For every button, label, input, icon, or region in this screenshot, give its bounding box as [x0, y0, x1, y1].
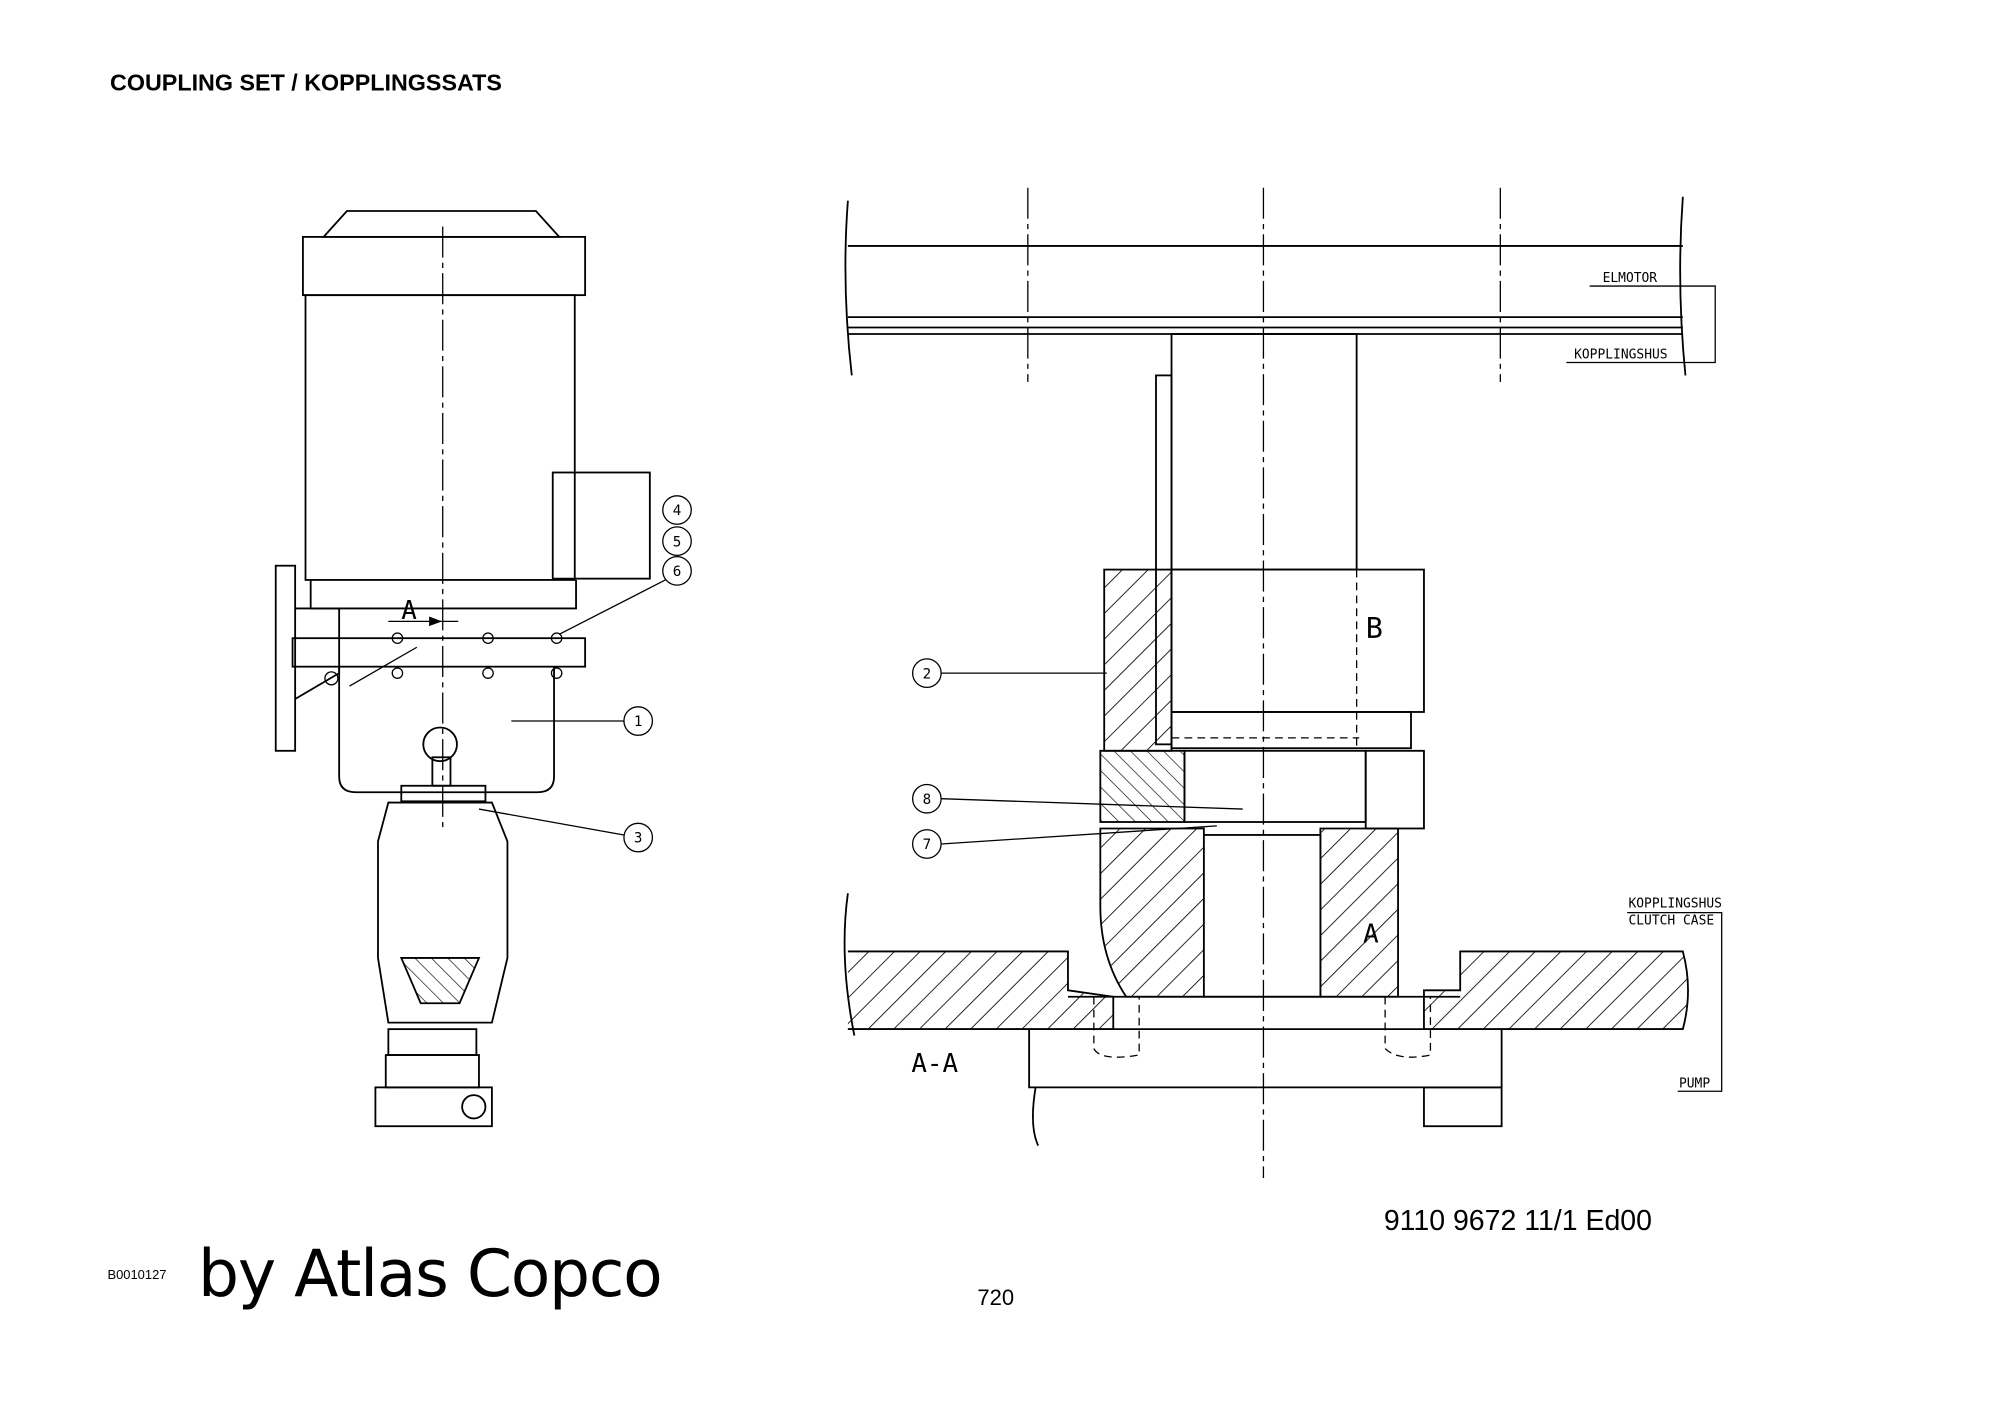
callout-pump: PUMP [1679, 1076, 1710, 1091]
left-balloons [478, 495, 692, 853]
brand-watermark: by Atlas Copco [198, 1236, 663, 1312]
detail-b-label: B [1366, 612, 1383, 645]
balloon-4: 4 [673, 503, 682, 519]
figure-id: B0010127 [107, 1268, 167, 1283]
section-callouts [911, 285, 1723, 1092]
page-title: COUPLING SET / KOPPLINGSSATS [110, 69, 502, 96]
page-number: 720 [977, 1285, 1015, 1311]
section-marker-a: A [401, 596, 417, 626]
balloon-7: 7 [923, 837, 932, 853]
callout-kopplingshus-top: KOPPLINGSHUS [1574, 348, 1667, 363]
section-view [843, 187, 1689, 1178]
motor-assembly-view [274, 210, 651, 1128]
detail-a-label: A [1363, 919, 1379, 949]
balloon-2: 2 [923, 666, 932, 682]
callout-clutch-case: CLUTCH CASE [1628, 913, 1714, 928]
balloon-8: 8 [923, 792, 932, 808]
section-label: A-A [911, 1049, 958, 1079]
balloon-6: 6 [673, 564, 682, 580]
callout-kopplingshus: KOPPLINGSHUS [1628, 896, 1721, 911]
balloon-1: 1 [634, 714, 643, 730]
document-number: 9110 9672 11/1 Ed00 [1383, 1203, 1652, 1237]
balloon-3: 3 [634, 831, 643, 847]
balloon-5: 5 [673, 534, 682, 550]
callout-elmotor: ELMOTOR [1603, 271, 1658, 286]
